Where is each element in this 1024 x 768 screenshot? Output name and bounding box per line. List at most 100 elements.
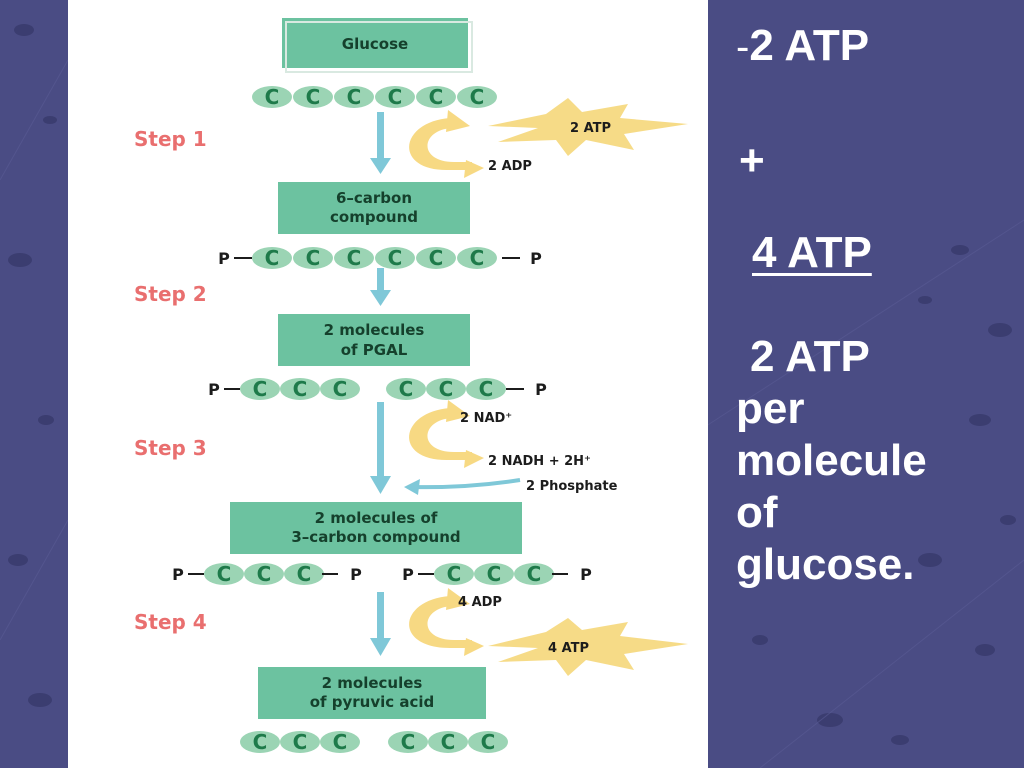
carbon-letter: C [401,730,416,754]
adp-in-label: 4 ADP [458,595,502,610]
atp-investment-value: 2 ATP [749,21,870,70]
glucose-label: Glucose [342,35,408,53]
carbon-atom [416,247,456,269]
carbon-atom [280,378,320,400]
step-3-label: Step 3 [134,436,207,460]
curve-arrows [409,110,484,656]
pyruvic-label-line2: of pyruvic acid [310,693,435,711]
carbon-letter: C [439,377,454,401]
carbon-letter: C [293,730,308,754]
net-per: per [736,384,805,433]
carbon-letter: C [293,377,308,401]
pyruvic-label-line1: 2 molecules [322,674,423,692]
phosphate-arrow [404,478,521,495]
carbon-letter: C [253,730,268,754]
three-carbon-box: 2 molecules of 3–carbon compound [230,502,522,554]
carbon-atom [434,563,474,585]
carbon-letter: C [217,562,232,586]
pgal-label-line1: 2 molecules [324,321,425,339]
carbon-atom [386,378,426,400]
phosphate-in-label: 2 Phosphate [526,479,618,494]
adp-out-label: 2 ADP [488,159,532,174]
carbon-letter: C [306,85,321,109]
carbon-atom [457,86,497,108]
carbon-letter: C [265,85,280,109]
pyruvic-box: 2 molecules of pyruvic acid [258,667,486,719]
net-glucose: glucose. [736,540,915,589]
carbon-atom [466,378,506,400]
atp-in-label: 2 ATP [570,121,611,136]
phosphate-letter: P [402,565,414,584]
diagram-panel: Glucose 6–carbon compound 2 molecules of… [68,0,708,768]
carbon-atom [457,247,497,269]
carbon-atom [514,563,554,585]
carbon-letter: C [333,377,348,401]
glycolysis-diagram: Glucose 6–carbon compound 2 molecules of… [134,18,688,754]
three-carbon-label-line1: 2 molecules of [315,509,438,527]
carbon-letter: C [253,377,268,401]
carbon-atom [428,731,468,753]
carbon-atom [320,731,360,753]
atp-burst-top: 2 ATP [488,98,688,156]
net-yield-text: 2 ATP per molecule of glucose. [736,331,1016,591]
carbon-atom [240,378,280,400]
carbon-atom [388,731,428,753]
net-molecule: molecule [736,436,927,485]
carbon-letter: C [265,246,280,270]
phosphate-letter: P [218,249,230,268]
carbon-atom [474,563,514,585]
carbon-atom [252,86,292,108]
glucose-box: Glucose [282,18,473,73]
carbon-atom [334,86,374,108]
carbon-atom [293,86,333,108]
carbon-letter: C [347,85,362,109]
phosphate-letter: P [350,565,362,584]
carbon-letter: C [441,730,456,754]
carbon-letter: C [347,246,362,270]
carbon-atom [416,86,456,108]
six-carbon-label-line1: 6–carbon [336,189,412,207]
atp-burst-bottom: 4 ATP [488,618,688,676]
carbon-letter: C [333,730,348,754]
step-1-label: Step 1 [134,127,207,151]
net-of: of [736,488,778,537]
carbon-letter: C [388,85,403,109]
phosphate-letter: P [172,565,184,584]
step-4-label: Step 4 [134,610,207,634]
pgal-box: 2 molecules of PGAL [278,314,470,366]
three-carbon-label-line2: 3–carbon compound [291,528,460,546]
carbon-letter: C [470,246,485,270]
carbon-letter: C [479,377,494,401]
carbon-atom [204,563,244,585]
carbon-atom [280,731,320,753]
six-carbon-box: 6–carbon compound [278,182,470,234]
net-atp: 2 ATP [750,332,870,381]
phosphate-letter: P [530,249,542,268]
carbon-atom [244,563,284,585]
carbon-atom [468,731,508,753]
summary-panel: -2 ATP + 4 ATP 2 ATP per molecule of glu… [736,0,1024,768]
nadh-out-label: 2 NADH + 2H⁺ [488,454,591,469]
carbon-letter: C [297,562,312,586]
atp-yield: 4 ATP [752,229,872,277]
minus-sign: - [736,25,750,69]
carbon-atom [284,563,324,585]
carbon-atom [320,378,360,400]
phosphate-letter: P [208,380,220,399]
carbon-letter: C [429,85,444,109]
six-carbon-label-line2: compound [330,208,418,226]
carbon-letter: C [527,562,542,586]
carbon-letter: C [487,562,502,586]
phosphate-letter: P [580,565,592,584]
carbon-letter: C [470,85,485,109]
carbon-letter: C [429,246,444,270]
carbon-atom [375,247,415,269]
nad-in-label: 2 NAD⁺ [460,411,512,426]
carbon-letter: C [399,377,414,401]
step-2-label: Step 2 [134,282,207,306]
carbon-atom [293,247,333,269]
flow-arrows [370,112,391,656]
plus-sign: + [739,136,765,185]
